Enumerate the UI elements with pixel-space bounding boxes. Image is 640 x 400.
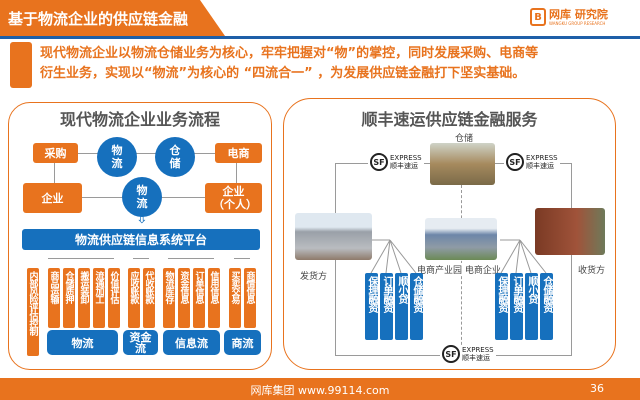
connector: [133, 258, 149, 259]
logo-icon: B: [530, 8, 546, 26]
flow-item: 应收账款: [128, 268, 140, 328]
logistics-center-circle: 物流: [122, 177, 162, 217]
flow-line: [236, 163, 237, 183]
risk-control-item: 内部风险评估控制: [27, 268, 39, 356]
right-panel-title: 顺丰速运供应链金融服务: [361, 110, 538, 129]
service-microloan-right: 顺小贷: [525, 273, 538, 340]
purchase-box: 采购: [33, 143, 78, 163]
service-order-right: 订单融资: [510, 273, 523, 340]
warehouse-image: [430, 143, 495, 185]
loop-line: [335, 258, 336, 355]
flow-item: 商品运输: [48, 268, 60, 328]
ecommerce-park-label: 电商产业园 电商企业: [417, 263, 501, 276]
service-warehouse-left: 仓储融资: [410, 273, 423, 340]
ecommerce-box: 电商: [215, 143, 262, 163]
service-warehouse-right: 仓储融资: [540, 273, 553, 340]
intro-text: 现代物流企业以物流仓储业务为核心，牢牢把握对“物”的掌控，同时发展采购、电商等 …: [40, 44, 538, 84]
service-microloan-left: 顺小贷: [395, 273, 408, 340]
shipper-label: 发货方: [300, 272, 328, 282]
header-rule: [0, 36, 640, 39]
footer-bar: [0, 378, 640, 400]
flow-item: 流通加工: [93, 268, 105, 328]
group-capital: 资金流: [123, 330, 158, 355]
loop-line: [571, 255, 572, 355]
receiver-image: [535, 208, 605, 255]
flow-item: 代收账款: [143, 268, 155, 328]
intro-line-2: 衍生业务，实现以“物流”为核心的 “四流合一” ，为发展供应链金融打下坚实基础。: [40, 66, 526, 81]
logistics-circle: 物流: [97, 137, 137, 177]
flow-line: [78, 153, 218, 154]
title-banner: [0, 0, 225, 36]
page-title: 基于物流企业的供应链金融: [8, 10, 189, 28]
flow-line: [54, 163, 55, 183]
flow-item: 价值评估: [108, 268, 120, 328]
storage-label: 仓储: [455, 134, 474, 144]
enterprise-box: 企业: [23, 183, 82, 213]
right-panel: [283, 98, 616, 370]
page-number: 36: [590, 382, 604, 395]
platform-bar: 物流供应链信息系统平台: [22, 229, 260, 250]
group-commerce: 商流: [224, 330, 261, 355]
flow-item: 仓储质押: [63, 268, 75, 328]
footer-text: 网库集团 www.99114.com: [250, 384, 390, 397]
intro-line-1: 现代物流企业以物流仓储业务为核心，牢牢把握对“物”的掌控，同时发展采购、电商等: [40, 46, 539, 61]
flow-item: 物流库存: [163, 268, 175, 328]
service-order-left: 订单融资: [380, 273, 393, 340]
service-factoring-right: 保理融资: [495, 273, 508, 340]
left-panel-title: 现代物流企业业务流程: [59, 110, 220, 129]
flow-item: 订单信息: [193, 268, 205, 328]
ecommerce-park-image: [425, 218, 497, 260]
left-panel: [8, 102, 272, 370]
receiver-label: 收货方: [578, 266, 606, 276]
group-information: 信息流: [163, 330, 220, 355]
flow-item: 资金信息: [178, 268, 190, 328]
logo: B 网库 研究院 WANGKU GROUP RESEARCH: [530, 8, 608, 26]
service-factoring-left: 保理融资: [365, 273, 378, 340]
intro-marker: [10, 42, 32, 88]
flow-item: 信用信息: [208, 268, 220, 328]
group-logistics: 物流: [47, 330, 118, 355]
loop-line: [571, 163, 572, 208]
flow-item: 商情信息: [244, 268, 256, 328]
flow-item: 买卖交易: [229, 268, 241, 328]
customer-box: 企业（个人）: [205, 183, 262, 213]
connector: [48, 258, 114, 259]
connector: [234, 258, 250, 259]
down-arrow-icon: ⇩: [136, 211, 148, 227]
logo-text: 网库 研究院: [549, 7, 608, 21]
shipper-image: [295, 213, 372, 260]
storage-circle: 仓储: [155, 137, 195, 177]
connector: [168, 258, 214, 259]
loop-line: [335, 163, 336, 213]
logo-subtext: WANGKU GROUP RESEARCH: [549, 20, 606, 26]
flow-item: 搬运装卸: [78, 268, 90, 328]
